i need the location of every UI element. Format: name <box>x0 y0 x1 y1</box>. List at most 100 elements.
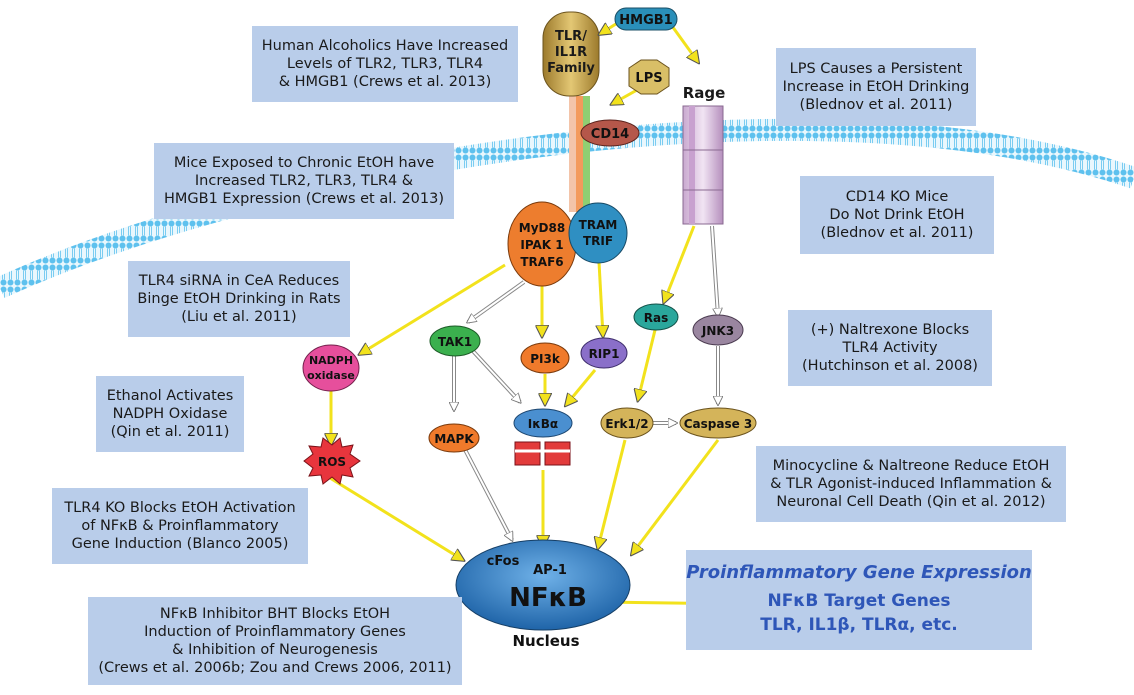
note-naltrexone: (+) Naltrexone Blocks TLR4 Activity (Hut… <box>788 310 992 386</box>
note-line: Levels of TLR2, TLR3, TLR4 <box>286 56 484 72</box>
tlr-label-2: IL1R <box>555 45 587 60</box>
mapk-label: MAPK <box>434 432 474 446</box>
note-cd14-ko: CD14 KO Mice Do Not Drink EtOH (Blednov … <box>800 176 994 254</box>
arrow-lps-cd14 <box>612 88 638 104</box>
note-line: TLR4 siRNA in CeA Reduces <box>138 273 340 289</box>
note-tlr4-ko: TLR4 KO Blocks EtOH Activation of NFκB &… <box>52 488 308 564</box>
nadph-label-2: oxidase <box>307 369 355 382</box>
note-line: Increase in EtOH Drinking <box>782 79 970 95</box>
tlr-label-3: Family <box>547 61 595 76</box>
note-line: (Qin et al. 2011) <box>110 424 230 440</box>
tlr-receptor-stalk-2 <box>576 96 583 212</box>
arrow-ros-nfkb <box>329 476 463 560</box>
note-line: Binge EtOH Drinking in Rats <box>137 291 341 307</box>
note-line: TLR4 KO Blocks EtOH Activation <box>64 500 296 516</box>
note-line: (Blednov et al. 2011) <box>799 97 953 113</box>
ras-label: Ras <box>644 311 668 325</box>
note-line: & TLR Agonist-induced Inflammation & <box>770 476 1052 492</box>
tak1-node <box>429 325 481 357</box>
myd88-label-3: TRAF6 <box>520 255 563 269</box>
caspase3-node <box>679 407 757 439</box>
note-line: LPS Causes a Persistent <box>789 61 963 77</box>
arrow-caspase-nfkb <box>632 439 720 554</box>
nfkb-label: NFκB <box>509 583 587 613</box>
tlr-receptor-stalk-3 <box>583 96 590 212</box>
tlr-receptor-stalk <box>569 96 576 212</box>
erk12-node <box>600 407 654 439</box>
note-tlr4-sirna: TLR4 siRNA in CeA Reduces Binge EtOH Dri… <box>128 261 350 337</box>
note-minocycline: Minocycline & Naltreone Reduce EtOH & TL… <box>756 446 1066 522</box>
note-line: TLR4 Activity <box>842 340 938 356</box>
lps-label: LPS <box>635 71 662 86</box>
note-line: HMGB1 Expression (Crews et al. 2013) <box>163 191 445 207</box>
myd88-label-2: IPAK 1 <box>520 238 563 252</box>
arrow-rage-jnk3 <box>711 225 718 316</box>
arrow-mapk-cfos <box>459 439 512 540</box>
arrow-tram-rip1 <box>599 261 603 336</box>
hmgb1-label: HMGB1 <box>619 13 672 28</box>
note-line: Ethanol Activates <box>106 388 234 404</box>
note-line: NADPH Oxidase <box>112 406 228 422</box>
ros-label: ROS <box>318 455 346 469</box>
note-line: (Liu et al. 2011) <box>181 309 297 325</box>
ap1-label: AP-1 <box>533 563 567 578</box>
gene-expression-box: Proinflammatory Gene Expression NFκB Tar… <box>686 550 1032 650</box>
ikba-label: IκBα <box>528 417 558 431</box>
note-line: Do Not Drink EtOH <box>829 207 965 223</box>
note-line: & Inhibition of Neurogenesis <box>172 642 378 658</box>
note-line: Minocycline & Naltreone Reduce EtOH <box>772 458 1050 474</box>
tram-label-1: TRAM <box>579 218 618 232</box>
myd88-label-1: MyD88 <box>519 221 565 235</box>
tlr-il1r-family-receptor <box>542 11 600 97</box>
note-line: NFκB Inhibitor BHT Blocks EtOH <box>159 606 391 622</box>
nadph-oxidase-node <box>302 344 360 392</box>
rip1-label: RIP1 <box>589 347 620 361</box>
ras-node <box>633 303 679 331</box>
cd14-label: CD14 <box>591 127 629 142</box>
note-lps-drinking: LPS Causes a Persistent Increase in EtOH… <box>776 48 976 126</box>
note-line: Mice Exposed to Chronic EtOH have <box>173 155 435 171</box>
note-line: Increased TLR2, TLR3, TLR4 & <box>194 173 414 189</box>
arrow-hmgb1-rage <box>670 25 698 62</box>
erk12-label: Erk1/2 <box>605 417 648 431</box>
note-line: Gene Induction (Blanco 2005) <box>71 536 289 552</box>
gene-expression-title: Proinflammatory Gene Expression <box>686 562 1032 583</box>
tram-trif-node <box>568 202 628 264</box>
ros-starburst <box>303 437 361 485</box>
caspase3-label: Caspase 3 <box>684 417 753 431</box>
mapk-node <box>428 423 480 453</box>
jnk3-label: JNK3 <box>701 324 734 338</box>
tak1-label: TAK1 <box>438 335 472 349</box>
hmgb1-node <box>614 7 678 31</box>
ikba-block-left <box>514 441 541 466</box>
note-line: (Blednov et al. 2011) <box>820 225 974 241</box>
pi3k-node <box>520 342 570 374</box>
note-line: & HMGB1 (Crews et al. 2013) <box>278 74 492 90</box>
gene-expression-line2: TLR, IL1β, TLRα, etc. <box>760 615 958 635</box>
arrows <box>329 20 763 612</box>
note-line: of NFκB & Proinflammatory <box>81 518 279 534</box>
note-human-alcoholics: Human Alcoholics Have Increased Levels o… <box>252 26 518 102</box>
ikba-node <box>513 408 573 438</box>
note-bht: NFκB Inhibitor BHT Blocks EtOH Induction… <box>88 597 462 685</box>
arrow-myd88-nadph <box>360 263 506 354</box>
jnk3-node <box>692 314 744 346</box>
rage-label: Rage <box>683 84 726 102</box>
cfos-label: cFos <box>487 554 520 569</box>
note-line: (+) Naltrexone Blocks <box>810 322 970 338</box>
note-line: Neuronal Cell Death (Qin et al. 2012) <box>776 494 1046 510</box>
note-line: (Crews et al. 2006b; Zou and Crews 2006,… <box>98 660 452 676</box>
tram-label-2: TRIF <box>583 234 613 248</box>
note-line: (Hutchinson et al. 2008) <box>802 358 978 374</box>
gene-expression-line1: NFκB Target Genes <box>767 591 951 611</box>
note-ethanol-nadph: Ethanol Activates NADPH Oxidase (Qin et … <box>96 376 244 452</box>
note-mice-chronic: Mice Exposed to Chronic EtOH have Increa… <box>154 143 454 219</box>
cell-membrane <box>0 118 1134 299</box>
arrow-rage-ras <box>664 225 696 302</box>
arrow-erk-nfkb <box>598 439 627 548</box>
note-line: Human Alcoholics Have Increased <box>261 38 509 54</box>
nadph-label-1: NADPH <box>309 354 353 367</box>
ikba-block-right <box>544 441 571 466</box>
note-line: Induction of Proinflammatory Genes <box>144 624 406 640</box>
